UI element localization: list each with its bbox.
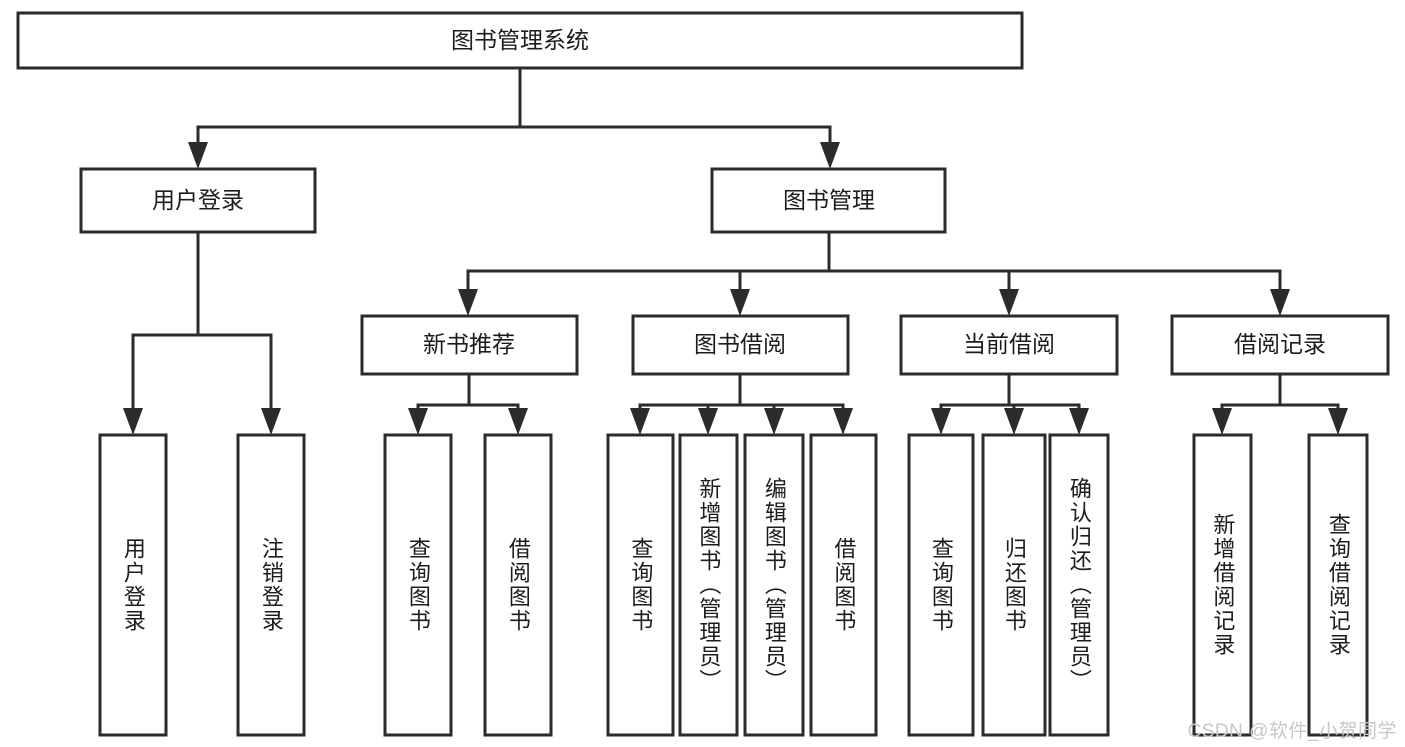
arrow-head-leaf-add-book-admin	[698, 408, 718, 435]
arrow-head-leaf-query-book-current	[931, 408, 951, 435]
arrow-head-leaf-borrow-book-recommend	[508, 408, 528, 435]
leaf-edit-book-admin-box[interactable]	[743, 433, 805, 737]
node-book-management[interactable]: 图书管理	[710, 167, 947, 234]
arrow-head-book-borrow	[730, 289, 750, 316]
leaf-query-book-recommend-box[interactable]	[383, 433, 453, 737]
leaf-return-book-box[interactable]	[981, 433, 1047, 737]
node-book-borrow-label: 图书借阅	[694, 331, 786, 357]
edge-group-book-management	[458, 230, 1290, 316]
node-root-label: 图书管理系统	[451, 27, 589, 53]
leaf-borrow-book-recommend-box[interactable]	[483, 433, 553, 737]
arrow-head-user-login	[188, 142, 208, 169]
arrow-head-leaf-edit-book-admin	[764, 408, 784, 435]
csdn-watermark: CSDN @软件_小贺同学	[1187, 721, 1397, 742]
edge-group-new-book-recommend	[408, 372, 528, 435]
leaf-user-login-box[interactable]	[98, 433, 168, 737]
edge-group-user-login	[123, 230, 281, 435]
arrow-head-current-borrow	[999, 289, 1019, 316]
arrow-head-book-management	[820, 142, 840, 169]
node-root-box[interactable]	[16, 11, 1024, 70]
arrow-head-leaf-user-login	[123, 408, 143, 435]
node-current-borrow-box[interactable]	[899, 314, 1119, 376]
node-root[interactable]: 图书管理系统	[16, 11, 1024, 70]
arrow-head-leaf-query-book-recommend	[408, 408, 428, 435]
arrow-head-leaf-confirm-return-admin	[1069, 408, 1089, 435]
arrow-head-leaf-borrow-book	[833, 408, 853, 435]
arrow-head-leaf-logout-login	[261, 408, 281, 435]
node-new-book-recommend-box[interactable]	[360, 314, 579, 376]
arrow-head-leaf-query-borrow-record	[1328, 408, 1348, 435]
edge-group-borrow-record	[1212, 372, 1348, 435]
node-book-management-label: 图书管理	[783, 187, 875, 213]
node-current-borrow-label: 当前借阅	[963, 331, 1055, 357]
leaf-boxes	[98, 433, 1369, 737]
edge-group-root	[188, 66, 840, 169]
leaf-confirm-return-admin-box[interactable]	[1048, 433, 1110, 737]
node-current-borrow[interactable]: 当前借阅	[899, 314, 1119, 376]
arrow-head-leaf-add-borrow-record	[1212, 408, 1232, 435]
node-borrow-record[interactable]: 借阅记录	[1170, 314, 1390, 376]
node-new-book-recommend[interactable]: 新书推荐	[360, 314, 579, 376]
leaf-borrow-book-box[interactable]	[809, 433, 878, 737]
node-user-login-label: 用户登录	[152, 187, 244, 213]
leaf-logout-login-box[interactable]	[236, 433, 306, 737]
node-user-login-box[interactable]	[79, 167, 317, 234]
edge-group-current-borrow	[931, 372, 1089, 435]
node-book-borrow[interactable]: 图书借阅	[631, 314, 850, 376]
leaf-add-borrow-record-box[interactable]	[1192, 433, 1253, 737]
leaf-query-book-borrow-box[interactable]	[606, 433, 675, 737]
leaf-query-borrow-record-box[interactable]	[1307, 433, 1369, 737]
node-borrow-record-box[interactable]	[1170, 314, 1390, 376]
edge-group-book-borrow	[630, 372, 853, 435]
node-borrow-record-label: 借阅记录	[1234, 331, 1326, 357]
node-user-login[interactable]: 用户登录	[79, 167, 317, 234]
arrow-head-borrow-record	[1270, 289, 1290, 316]
node-book-borrow-box[interactable]	[631, 314, 850, 376]
leaf-query-book-current-box[interactable]	[907, 433, 975, 737]
node-book-management-box[interactable]	[710, 167, 947, 234]
leaf-add-book-admin-box[interactable]	[678, 433, 739, 737]
node-new-book-recommend-label: 新书推荐	[423, 331, 515, 357]
arrow-head-leaf-query-book-borrow	[630, 408, 650, 435]
arrow-head-leaf-return-book	[1004, 408, 1024, 435]
arrow-head-new-book-recommend	[458, 289, 478, 316]
